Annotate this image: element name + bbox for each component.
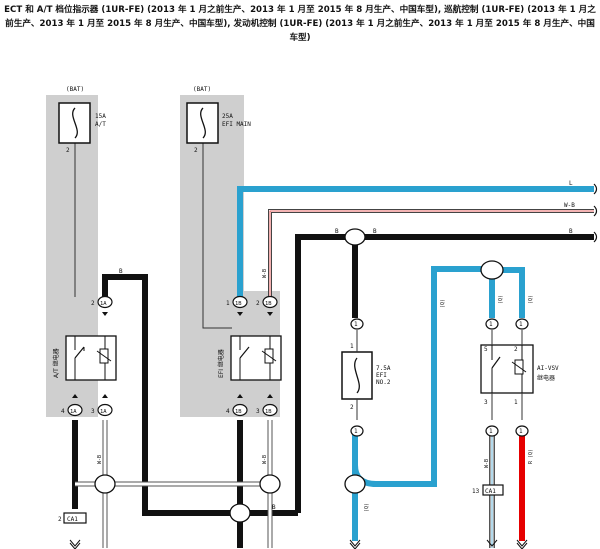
wire-l-blue — [237, 186, 594, 297]
label-relay-aivsv-1: AI-VSV — [537, 365, 559, 372]
label-conn-1b-top2: 1B — [265, 301, 272, 307]
label-conn-1a-top: 1A — [100, 301, 107, 307]
label-wire-wb-vert-2: W-B — [262, 455, 268, 464]
label-wire-wb: W-B — [564, 202, 575, 209]
label-conn-1a-b1: 1A — [70, 409, 77, 415]
label-conn-1-relay-d: 1 — [519, 428, 523, 435]
label-wire-b-4: B — [272, 504, 276, 511]
label-wire-q-2: (Q) — [498, 295, 504, 304]
continuation-arrows — [69, 539, 528, 549]
label-wire-wb-vert-4: W-B — [484, 459, 490, 468]
connector-pins — [67, 295, 529, 437]
label-pin-1-aivsv: 1 — [514, 399, 518, 406]
relay-efi — [230, 335, 282, 381]
label-conn-1b-b1: 1B — [235, 409, 242, 415]
wire-b-at — [102, 274, 298, 516]
label-pin-13-ca1-right: 13 — [472, 488, 480, 495]
label-pin-1-1b: 1 — [226, 300, 230, 307]
label-ca1-left: CA1 — [67, 516, 78, 523]
label-wire-q-4: (Q) — [364, 503, 370, 512]
label-conn-1b-b2: 1B — [265, 409, 272, 415]
label-conn-1-relay-b: 1 — [519, 321, 523, 328]
wire-b-vertical — [295, 234, 355, 513]
label-wire-b-3: B — [119, 268, 123, 275]
connector-ca1-right-box — [482, 484, 504, 496]
wire-thin-aivsv — [491, 330, 523, 420]
label-wire-b-2: B — [373, 228, 377, 235]
label-wire-b-1: B — [335, 228, 339, 235]
pin-arrows — [72, 312, 273, 398]
label-fuse-efi-rating: 25A — [222, 113, 233, 120]
wire-efi-fuse-out — [202, 143, 232, 329]
label-conn-1-fuse-bot: 1 — [354, 428, 358, 435]
label-conn-1-fuse-top: 1 — [354, 321, 358, 328]
label-pin-2-1b: 2 — [256, 300, 260, 307]
label-bat-left: (BAT) — [66, 86, 84, 93]
junction-white-efi — [259, 474, 281, 494]
label-relay-efi: EFI 继电器 — [217, 349, 225, 378]
label-bat-mid: (BAT) — [193, 86, 211, 93]
fuse-efi-main — [186, 102, 219, 144]
label-pin-4-1b: 4 — [226, 408, 230, 415]
label-conn-1-relay-a: 1 — [489, 321, 493, 328]
label-wire-l: L — [569, 180, 573, 187]
junction-b-bottom — [229, 503, 251, 523]
label-wire-rq: R (Q) — [528, 449, 534, 464]
label-pin-2-fuse-at: 2 — [66, 147, 70, 154]
label-ca1-right: CA1 — [485, 488, 496, 495]
connector-ca1-left-box — [63, 512, 87, 524]
relay-aivsv — [480, 344, 534, 394]
label-fuse-at-name: A/T — [95, 121, 106, 128]
label-pin-3-aivsv: 3 — [484, 399, 488, 406]
wire-wb-red-line — [269, 210, 594, 297]
junction-blue-top — [480, 260, 504, 280]
label-pin-5-aivsv: 5 — [484, 346, 488, 353]
label-pin-4-1a: 4 — [61, 408, 65, 415]
label-wire-q-1: (Q) — [440, 299, 446, 308]
label-wire-wb-vert-3: W-B — [97, 455, 103, 464]
label-pin-3-1a: 3 — [91, 408, 95, 415]
label-wire-b-right: B — [569, 228, 573, 235]
wire-b-top — [352, 234, 594, 318]
label-fuse-no2-name2: NO.2 — [376, 379, 391, 386]
label-fuse-no2-name1: EFI — [376, 372, 387, 379]
label-relay-aivsv-2: 继电器 — [537, 374, 555, 382]
fuse-efi-no2 — [341, 351, 373, 400]
junction-b-top — [344, 228, 366, 246]
label-conn-1-relay-c: 1 — [489, 428, 493, 435]
label-pin-3-1b: 3 — [256, 408, 260, 415]
label-wire-q-3: (Q) — [528, 295, 534, 304]
diagram-title: ECT 和 A/T 档位指示器 (1UR-FE) (2013 年 1 月之前生产… — [4, 5, 596, 43]
label-relay-at: A/T 继电器 — [52, 348, 60, 378]
label-pin-2-fuse-efi: 2 — [194, 147, 198, 154]
junction-blue-bottom — [344, 474, 366, 494]
label-fuse-no2-rating: 7.5A — [376, 365, 391, 372]
label-pin-1-fuse: 1 — [350, 343, 354, 350]
label-pin-2-aivsv: 2 — [514, 346, 518, 353]
label-conn-1a-b2: 1A — [100, 409, 107, 415]
relay-at — [65, 335, 117, 381]
edge-arrows — [593, 183, 598, 243]
fuse-at — [58, 102, 91, 144]
label-pin-2-1a: 2 — [91, 300, 95, 307]
label-fuse-efi-name: EFI MAIN — [222, 121, 251, 128]
label-fuse-at-rating: 15A — [95, 113, 106, 120]
label-wire-wb-vert: W-B — [262, 269, 268, 278]
junction-white-at — [94, 474, 116, 494]
label-conn-1b-top1: 1B — [235, 301, 242, 307]
label-pin-2-fuse: 2 — [350, 404, 354, 411]
label-pin-2-ca1-left: 2 — [58, 516, 62, 523]
